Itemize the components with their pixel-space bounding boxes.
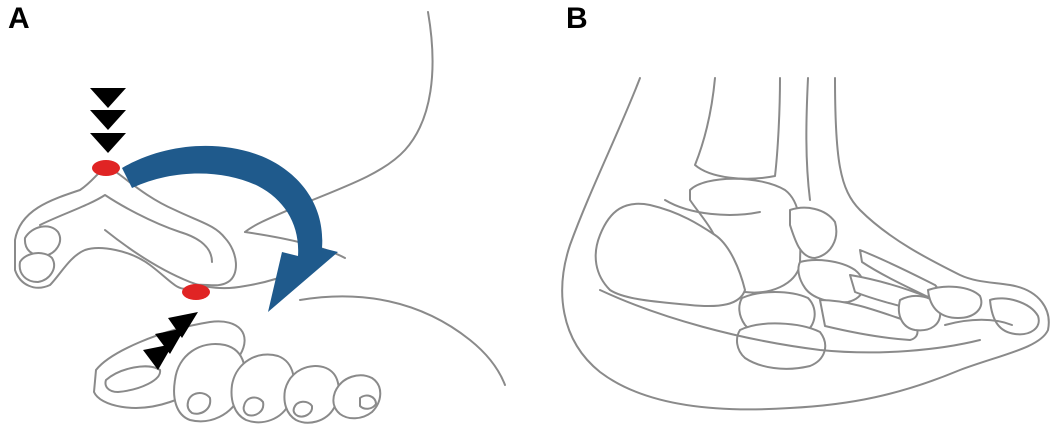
- bone-head-lower: [20, 253, 54, 282]
- phalanx-distal: [990, 298, 1039, 334]
- cuneiform-lower: [737, 323, 825, 368]
- panel-b-skeletal-illustration: [562, 78, 1049, 409]
- bone-head-upper: [25, 226, 60, 256]
- toe-3-nail: [244, 397, 264, 415]
- pressure-arrowhead-icon: [90, 88, 126, 108]
- toe-5-nail: [360, 396, 376, 409]
- toe-4-nail: [294, 402, 312, 417]
- force-point-marker-icon: [182, 284, 210, 300]
- pressure-arrowheads-top: [90, 88, 126, 153]
- panel-a-foot-illustration: [15, 12, 505, 423]
- force-point-marker-icon: [92, 160, 120, 176]
- pressure-arrowhead-icon: [90, 110, 126, 130]
- pressure-arrowhead-icon: [90, 133, 126, 153]
- toe-4: [284, 366, 338, 423]
- toes: [94, 321, 380, 422]
- tibia: [695, 78, 780, 179]
- toe-2-nail: [188, 393, 211, 414]
- leg-outline: [245, 12, 433, 232]
- fibula: [806, 78, 810, 200]
- lifted-bone: [15, 168, 300, 289]
